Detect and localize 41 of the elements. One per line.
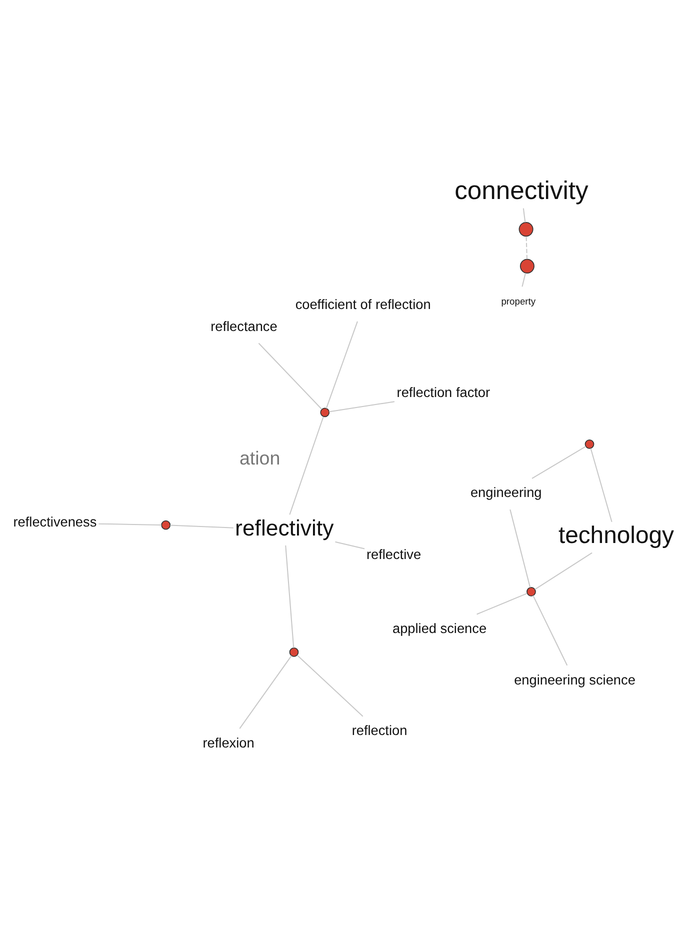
node-text: reflectiveness xyxy=(13,514,97,529)
node-text: engineering science xyxy=(514,672,636,687)
connector xyxy=(532,445,586,478)
connector xyxy=(532,594,568,666)
connector xyxy=(590,448,612,522)
node-text: reflective xyxy=(366,546,422,562)
node-circle xyxy=(526,586,536,596)
node-circle xyxy=(584,438,594,448)
node-circle xyxy=(289,646,299,656)
node-text: property xyxy=(501,296,536,306)
connector xyxy=(522,208,526,222)
node-text: reflectance xyxy=(210,318,278,334)
label: ation xyxy=(239,447,280,468)
connector xyxy=(239,654,292,728)
node-text: engineering xyxy=(470,484,542,500)
connector xyxy=(289,416,324,514)
node-circle xyxy=(518,222,534,236)
node-text: reflection factor xyxy=(396,384,490,400)
connector xyxy=(170,524,234,528)
connector xyxy=(335,540,365,549)
node-text: reflectivity xyxy=(235,514,334,540)
connector xyxy=(296,654,364,716)
connector xyxy=(326,320,358,408)
node-text: connectivity xyxy=(454,176,588,205)
connector xyxy=(526,236,528,259)
connector xyxy=(510,508,531,588)
connector xyxy=(98,522,162,525)
node-text: reflexion xyxy=(202,734,254,750)
node-text: reflection xyxy=(352,722,408,738)
node-text: technology xyxy=(558,522,674,549)
node-circle xyxy=(320,407,330,417)
connector xyxy=(329,400,395,412)
node-text: applied science xyxy=(392,620,487,636)
node-text: coefficient of reflection xyxy=(295,296,431,312)
node-circle xyxy=(161,520,171,530)
connector xyxy=(534,552,592,590)
connector xyxy=(522,272,526,286)
connector xyxy=(476,592,528,614)
connector xyxy=(258,342,322,410)
node-circle xyxy=(520,258,534,273)
connector xyxy=(285,544,294,648)
